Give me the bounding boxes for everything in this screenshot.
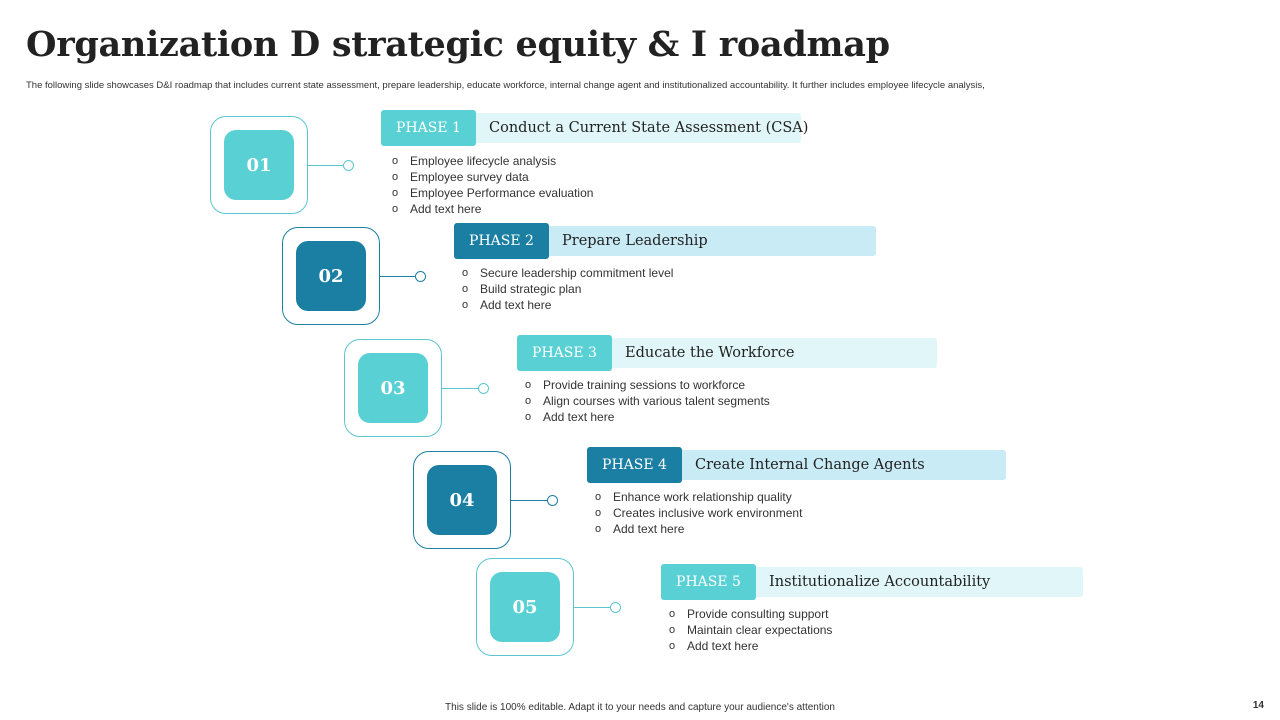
phase-number-badge: 01 [224,130,294,200]
phase-title: Create Internal Change Agents [695,457,925,473]
phase-bullet-list: Provide training sessions to workforce A… [525,377,770,425]
phase-number-frame: 05 [476,558,574,656]
connector-dot [415,271,426,282]
connector-dot [478,383,489,394]
phase-tag: PHASE 1 [381,110,476,146]
phase-bullet-list: Secure leadership commitment level Build… [462,265,673,313]
bullet-item: Provide consulting support [669,606,832,622]
bullet-item: Add text here [669,638,832,654]
bullet-item: Employee Performance evaluation [392,185,593,201]
bullet-item: Add text here [392,201,593,217]
bullet-item: Add text here [462,297,673,313]
bullet-item: Build strategic plan [462,281,673,297]
connector-line [308,165,344,166]
bullet-item: Creates inclusive work environment [595,505,802,521]
phase-header: PHASE 1 Conduct a Current State Assessme… [381,110,808,146]
phase-tag: PHASE 5 [661,564,756,600]
phase-header: PHASE 2 Prepare Leadership [454,223,876,259]
phase-title: Conduct a Current State Assessment (CSA) [489,120,809,136]
connector-line [511,500,548,501]
bullet-item: Maintain clear expectations [669,622,832,638]
slide-title: Organization D strategic equity & I road… [26,24,890,65]
phase-number-badge: 03 [358,353,428,423]
bullet-item: Add text here [525,409,770,425]
connector-line [574,607,611,608]
bullet-item: Add text here [595,521,802,537]
bullet-item: Provide training sessions to workforce [525,377,770,393]
phase-title: Educate the Workforce [625,345,795,361]
phase-tag: PHASE 2 [454,223,549,259]
slide-footer: This slide is 100% editable. Adapt it to… [445,702,835,713]
phase-bullet-list: Enhance work relationship quality Create… [595,489,802,537]
slide-subtitle: The following slide showcases D&I roadma… [26,80,985,91]
bullet-item: Secure leadership commitment level [462,265,673,281]
phase-header: PHASE 3 Educate the Workforce [517,335,937,371]
connector-line [380,276,416,277]
phase-bullet-list: Employee lifecycle analysis Employee sur… [392,153,593,217]
phase-number-frame: 04 [413,451,511,549]
page-number: 14 [1252,700,1264,711]
phase-number-badge: 05 [490,572,560,642]
phase-number-frame: 03 [344,339,442,437]
connector-dot [547,495,558,506]
phase-number-frame: 01 [210,116,308,214]
phase-number-frame: 02 [282,227,380,325]
bullet-item: Employee lifecycle analysis [392,153,593,169]
phase-number-badge: 04 [427,465,497,535]
bullet-item: Employee survey data [392,169,593,185]
phase-tag: PHASE 4 [587,447,682,483]
phase-header: PHASE 4 Create Internal Change Agents [587,447,1006,483]
connector-line [442,388,479,389]
connector-dot [610,602,621,613]
phase-header: PHASE 5 Institutionalize Accountability [661,564,1083,600]
bullet-item: Enhance work relationship quality [595,489,802,505]
connector-dot [343,160,354,171]
phase-tag: PHASE 3 [517,335,612,371]
phase-number-badge: 02 [296,241,366,311]
bullet-item: Align courses with various talent segmen… [525,393,770,409]
phase-title: Institutionalize Accountability [769,574,991,590]
phase-bullet-list: Provide consulting support Maintain clea… [669,606,832,654]
phase-title: Prepare Leadership [562,233,708,249]
